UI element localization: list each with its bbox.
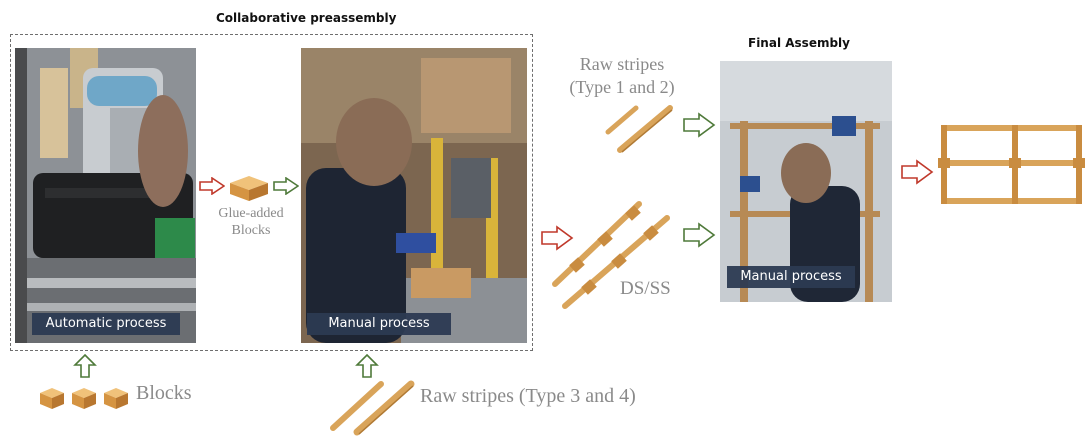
manual-preassembly-photo: Manual process bbox=[301, 48, 527, 343]
glue-label-line1: Glue-added bbox=[218, 206, 284, 221]
manual-final-caption: Manual process bbox=[727, 266, 855, 288]
glue-label-line2: Blocks bbox=[231, 223, 271, 238]
blocks-label: Blocks bbox=[136, 382, 192, 404]
raw-blocks-icon bbox=[40, 388, 128, 409]
green-arrow-3 bbox=[683, 222, 716, 248]
preassembly-title: Collaborative preassembly bbox=[216, 11, 397, 25]
red-arrow-3 bbox=[901, 159, 934, 185]
glue-block-icon bbox=[230, 176, 268, 201]
raw-stripes-12-icon bbox=[605, 105, 673, 153]
up-arrow-blocks bbox=[73, 353, 97, 378]
raw-stripes-12-line1: Raw stripes bbox=[579, 54, 665, 74]
red-arrow-2 bbox=[541, 225, 574, 251]
ds-ss-label: DS/SS bbox=[620, 278, 671, 299]
finished-pallet-icon bbox=[938, 125, 1085, 204]
raw-stripes-12-line2: (Type 1 and 2) bbox=[569, 77, 675, 97]
red-arrow-1 bbox=[199, 177, 225, 195]
robot-photo: Automatic process bbox=[15, 48, 196, 343]
manual-preassembly-illustration bbox=[301, 48, 527, 343]
automatic-process-caption: Automatic process bbox=[32, 313, 180, 335]
manual-preassembly-caption: Manual process bbox=[307, 313, 451, 335]
green-arrow-1 bbox=[273, 177, 299, 195]
raw-stripes-34-label: Raw stripes (Type 3 and 4) bbox=[420, 385, 636, 407]
ds-ss-icon bbox=[552, 201, 670, 309]
raw-stripes-12-label: Raw stripes (Type 1 and 2) bbox=[552, 53, 692, 99]
green-arrow-2 bbox=[683, 112, 716, 138]
robot-illustration bbox=[15, 48, 196, 343]
preassembly-region bbox=[10, 34, 533, 351]
up-arrow-stripes bbox=[355, 353, 379, 378]
glue-blocks-label: Glue-added Blocks bbox=[213, 205, 289, 239]
final-assembly-photo: Manual process bbox=[720, 61, 892, 302]
raw-stripes-34-icon bbox=[330, 380, 415, 436]
final-assembly-title: Final Assembly bbox=[748, 36, 850, 50]
